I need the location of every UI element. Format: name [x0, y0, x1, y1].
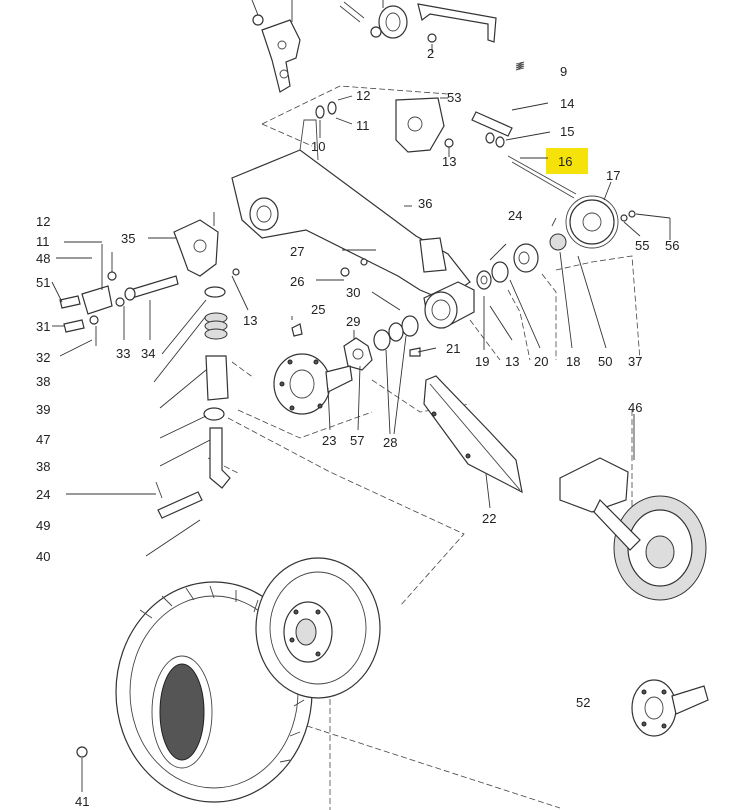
- callout-26: 26: [290, 274, 304, 289]
- callout-32: 32: [36, 350, 50, 365]
- callout-52: 52: [576, 695, 590, 710]
- washers-10-11-12: [315, 95, 353, 138]
- top-roller: [378, 0, 408, 39]
- callout-17: 17: [606, 168, 620, 183]
- top-right-bracket: [417, 3, 497, 43]
- sleeve-30: [423, 281, 475, 329]
- callout-9: 9: [560, 64, 567, 79]
- pin-14: [471, 102, 549, 137]
- callout-24: 24: [36, 487, 50, 502]
- callout-14: 14: [560, 96, 574, 111]
- callout-2: 2: [427, 46, 434, 61]
- callout-23: 23: [322, 433, 336, 448]
- callout-25: 25: [311, 302, 325, 317]
- shield-22: [423, 375, 523, 509]
- pin-34: [124, 275, 179, 340]
- callout-51: 51: [36, 275, 50, 290]
- callout-33: 33: [116, 346, 130, 361]
- callout-38: 38: [36, 459, 50, 474]
- callout-50: 50: [598, 354, 612, 369]
- callout-30: 30: [346, 285, 360, 300]
- callout-29: 29: [346, 314, 360, 329]
- nut-13-top: [444, 138, 454, 157]
- callout-39: 39: [36, 402, 50, 417]
- bolts-21-25-26-27: [232, 258, 421, 357]
- callout-40: 40: [36, 549, 50, 564]
- link-plate-48: [81, 244, 113, 315]
- callout-12: 12: [356, 88, 370, 103]
- callout-24: 24: [508, 208, 522, 223]
- callout-53: 53: [447, 90, 461, 105]
- axle-arm-36: [231, 119, 471, 301]
- callout-12: 12: [36, 214, 50, 229]
- callout-22: 22: [482, 511, 496, 526]
- callout-16: 16: [558, 154, 572, 169]
- spring-small: [515, 61, 525, 71]
- bearings-19: [476, 261, 509, 290]
- callout-57: 57: [350, 433, 364, 448]
- callout-labels: 2 9 12 53 14 11 10 15 13 16 17 36 24 12 …: [36, 46, 679, 809]
- leader-lines: [51, 44, 607, 495]
- callout-11: 11: [36, 234, 50, 249]
- top-bracket: [261, 0, 301, 93]
- hub-52: [631, 679, 709, 737]
- bracket-35: [148, 212, 219, 277]
- callout-15: 15: [560, 124, 574, 139]
- top-nut: [251, 0, 264, 26]
- callout-36: 36: [418, 196, 432, 211]
- callout-27: 27: [290, 244, 304, 259]
- callout-13: 13: [243, 313, 257, 328]
- seal-rings-28: [373, 315, 419, 351]
- callout-47: 47: [36, 432, 50, 447]
- callout-31: 31: [36, 319, 50, 334]
- bolt-53: [395, 97, 448, 153]
- washers-15: [485, 131, 551, 148]
- callout-37: 37: [628, 354, 642, 369]
- plate-29: [343, 337, 373, 371]
- rim: [255, 557, 381, 699]
- callout-19: 19: [475, 354, 489, 369]
- callout-48: 48: [36, 251, 50, 266]
- callout-35: 35: [121, 231, 135, 246]
- nut-41: [76, 746, 88, 792]
- washers-55-56: [620, 210, 671, 240]
- callout-49: 49: [36, 518, 50, 533]
- callout-18: 18: [566, 354, 580, 369]
- flange-20: [513, 243, 539, 273]
- highlight-16: [546, 148, 588, 174]
- callout-13: 13: [442, 154, 456, 169]
- assembly-46: [559, 414, 707, 601]
- bolts-51-31: [59, 295, 85, 333]
- sprocket-17: [565, 181, 619, 249]
- callout-28: 28: [383, 435, 397, 450]
- hub-18: [549, 217, 567, 251]
- callout-55: 55: [635, 238, 649, 253]
- washers-left: [89, 252, 125, 346]
- pin-40: [145, 481, 203, 557]
- top-pin: [339, 1, 382, 38]
- hub-23: [273, 353, 353, 415]
- chain-16: [507, 155, 577, 199]
- callout-10: 10: [311, 139, 325, 154]
- callout-56: 56: [665, 238, 679, 253]
- spindle-stack: [153, 286, 231, 489]
- callout-11: 11: [356, 118, 370, 133]
- callout-34: 34: [141, 346, 155, 361]
- callout-41: 41: [75, 794, 89, 809]
- callout-21: 21: [446, 341, 460, 356]
- callout-20: 20: [534, 354, 548, 369]
- callout-38: 38: [36, 374, 50, 389]
- callout-13: 13: [505, 354, 519, 369]
- callout-46: 46: [628, 400, 642, 415]
